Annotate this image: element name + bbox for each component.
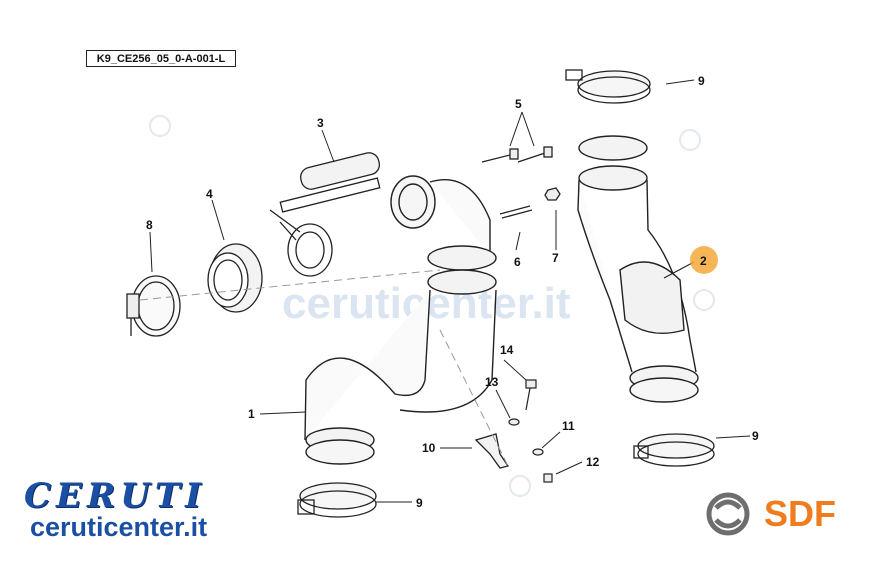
ceruticenter-website: ceruticenter.it — [30, 512, 208, 542]
diagram-code-label: K9_CE256_05_0-A-001-L — [86, 50, 236, 67]
part-10-bracket — [474, 433, 510, 469]
part-9-clamp-top — [565, 69, 651, 104]
part-4-flange-ring — [207, 243, 263, 313]
watermark-sdf-icon — [679, 129, 701, 151]
sdf-logo-icon — [706, 492, 750, 536]
assembly-axis-line — [139, 269, 441, 301]
part-6-stud — [499, 205, 533, 219]
callout-11: 11 — [562, 419, 575, 433]
callout-8: 8 — [146, 218, 153, 232]
callout-6: 6 — [514, 255, 521, 269]
callout-9-top: 9 — [698, 74, 705, 88]
leader-lines — [149, 79, 751, 503]
watermark-sdf-icon — [509, 475, 531, 497]
part-1-s-pipe — [304, 175, 497, 465]
callout-5: 5 — [515, 97, 522, 111]
assembly-axis-line — [439, 329, 511, 471]
part-9-clamp-bottom — [297, 482, 377, 518]
callout-1: 1 — [248, 407, 255, 421]
part-2-pipe — [577, 135, 699, 403]
part-3-valve-assembly — [269, 152, 381, 277]
part-9-clamp-right — [633, 433, 715, 467]
callout-13: 13 — [485, 375, 499, 389]
callout-12: 12 — [586, 455, 600, 469]
part-5-bolts — [481, 146, 553, 163]
callout-10: 10 — [422, 441, 436, 455]
callout-9-right: 9 — [752, 429, 759, 443]
part-13-washer — [508, 418, 520, 426]
part-8-clamp — [126, 275, 181, 337]
watermark-sdf-icon — [149, 115, 171, 137]
callouts: 9 5 3 4 8 6 7 2 1 14 13 11 10 12 9 9 — [146, 74, 759, 510]
callout-7: 7 — [552, 251, 559, 265]
callout-9-bottom: 9 — [416, 496, 423, 510]
part-11-washer — [532, 448, 544, 456]
callout-2: 2 — [700, 254, 707, 268]
part-7-nut — [544, 187, 561, 201]
callout-14: 14 — [500, 343, 514, 357]
part-12-nut — [543, 473, 553, 483]
ceruti-logo: CERUTI — [24, 476, 207, 516]
callout-4: 4 — [206, 187, 213, 201]
part-14-bolt — [525, 379, 537, 411]
callout-3: 3 — [317, 116, 324, 130]
part-2-highlight — [690, 246, 718, 274]
sdf-logo-text: SDF — [764, 493, 836, 534]
watermark-sdf-icon — [693, 289, 715, 311]
